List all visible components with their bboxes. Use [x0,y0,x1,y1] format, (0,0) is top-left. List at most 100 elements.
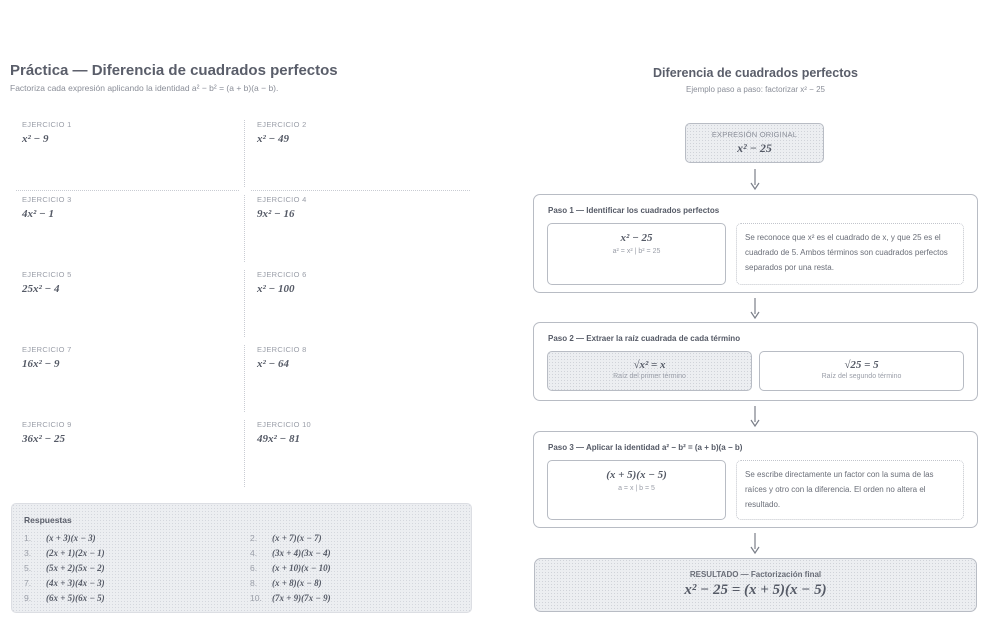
step-2-box: Paso 2 — Extraer la raíz cuadrada de cad… [533,322,978,401]
exercise-label: EJERCICIO 1 [22,120,72,129]
example-subtitle: Ejemplo paso a paso: factorizar x² − 25 [686,85,825,94]
answer-list: 1. (x + 3)(x − 3) 2. (x + 7)(x − 7) 3. (2x … [24,531,459,604]
answer-item: 5. (5x + 2)(5x − 2) [24,561,250,574]
exercise-expression: 49x² − 81 [257,433,300,445]
answer-value: (x + 7)(x − 7) [272,532,322,543]
answer-value: (x + 8)(x − 8) [272,577,322,588]
root-2-box: √25 = 5 Raíz del segundo término [759,351,964,391]
arrow-down-icon [750,169,760,191]
answers-title: Respuestas [24,515,72,525]
answer-number: 4. [250,547,258,558]
step-3-math-box: (x + 5)(x − 5) a = x | b = 5 [547,460,726,520]
answer-item: 4. (3x + 4)(3x − 4) [250,546,460,559]
answer-item: 7. (4x + 3)(4x − 3) [24,576,250,589]
practice-section: Práctica — Diferencia de cuadrados perfe… [10,62,476,613]
arrow-down-icon [750,406,760,428]
exercise-label: EJERCICIO 7 [22,345,72,354]
exercise-expression: x² − 100 [257,283,295,295]
answer-item: 6. (x + 10)(x − 10) [250,561,460,574]
answer-item: 2. (x + 7)(x − 7) [250,531,460,544]
exercise-item: EJERCICIO 7 16x² − 9 [10,345,245,420]
step-1-title: Paso 1 — Identificar los cuadrados perfe… [548,206,720,215]
original-label: EXPRESIÓN ORIGINAL [711,130,798,139]
step-2-title: Paso 2 — Extraer la raíz cuadrada de cad… [548,334,741,343]
answer-item: 9. (6x + 5)(6x − 5) [24,591,250,604]
root-1-expression: √x² = x [633,359,666,371]
step-1-explanation-box: Se reconoce que x² es el cuadrado de x, … [736,223,964,285]
result-expression: x² − 25 = (x + 5)(x − 5) [684,582,827,598]
exercise-expression: x² − 64 [257,358,289,370]
answer-value: (5x + 2)(5x − 2) [46,562,105,573]
exercise-label: EJERCICIO 3 [22,195,72,204]
root-2-expression: √25 = 5 [844,359,879,371]
answer-value: (3x + 4)(3x − 4) [272,547,331,558]
exercise-label: EJERCICIO 2 [257,120,307,129]
exercise-item: EJERCICIO 6 x² − 100 [245,270,476,345]
step-1-note: a² = x² | b² = 25 [612,248,661,255]
answer-value: (2x + 1)(2x − 1) [46,547,105,558]
answer-item: 1. (x + 3)(x − 3) [24,531,250,544]
answer-number: 6. [250,562,258,573]
practice-title: Práctica — Diferencia de cuadrados perfe… [10,62,338,79]
root-1-box: √x² = x Raíz del primer término [547,351,752,391]
example-title: Diferencia de cuadrados perfectos [653,66,858,80]
answer-number: 3. [24,547,32,558]
exercise-item: EJERCICIO 3 4x² − 1 [10,195,245,270]
exercise-item: EJERCICIO 8 x² − 64 [245,345,476,420]
answer-number: 8. [250,577,258,588]
answer-item: 8. (x + 8)(x − 8) [250,576,460,589]
exercise-expression: x² − 9 [22,133,49,145]
arrow-down-icon [750,533,760,555]
exercise-label: EJERCICIO 5 [22,270,72,279]
exercise-item: EJERCICIO 9 36x² − 25 [10,420,245,495]
step-1-math-box: x² − 25 a² = x² | b² = 25 [547,223,726,285]
answer-value: (6x + 5)(6x − 5) [46,592,105,603]
answer-number: 1. [24,532,32,543]
original-expression-box: EXPRESIÓN ORIGINAL x² − 25 [685,123,824,163]
step-3-box: Paso 3 — Aplicar la identidad a² − b² = … [533,431,978,528]
step-1-expression: x² − 25 [620,232,653,244]
exercise-label: EJERCICIO 8 [257,345,307,354]
exercise-item: EJERCICIO 10 49x² − 81 [245,420,476,495]
example-section: Diferencia de cuadrados perfectos Ejempl… [533,0,978,619]
answer-value: (4x + 3)(4x − 3) [46,577,105,588]
exercise-expression: 36x² − 25 [22,433,65,445]
original-expression: x² − 25 [737,141,772,155]
exercise-item: EJERCICIO 4 9x² − 16 [245,195,476,270]
result-box: RESULTADO — Factorización final x² − 25 … [534,558,977,612]
step-3-expression: (x + 5)(x − 5) [606,469,667,481]
arrow-down-icon [750,298,760,320]
answer-value: (x + 3)(x − 3) [46,532,96,543]
step-1-box: Paso 1 — Identificar los cuadrados perfe… [533,194,978,293]
exercise-expression: 9x² − 16 [257,208,295,220]
exercise-label: EJERCICIO 9 [22,420,72,429]
exercise-expression: x² − 49 [257,133,289,145]
answers-panel: Respuestas 1. (x + 3)(x − 3) 2. (x + 7)(x … [11,503,472,613]
answer-number: 7. [24,577,32,588]
exercise-label: EJERCICIO 4 [257,195,307,204]
step-3-explanation: Se escribe directamente un factor con la… [745,470,934,509]
exercise-label: EJERCICIO 6 [257,270,307,279]
step-3-explanation-box: Se escribe directamente un factor con la… [736,460,964,520]
exercise-item: EJERCICIO 2 x² − 49 [245,120,476,195]
exercise-label: EJERCICIO 10 [257,420,312,429]
answer-item: 3. (2x + 1)(2x − 1) [24,546,250,559]
root-1-note: Raíz del primer término [613,373,686,380]
answer-item: 10.(7x + 9)(7x − 9) [250,591,460,604]
step-3-note: a = x | b = 5 [618,485,655,492]
answer-number: 9. [24,592,32,603]
result-label: RESULTADO — Factorización final [689,570,822,579]
exercise-expression: 16x² − 9 [22,358,60,370]
exercise-expression: 25x² − 4 [22,283,60,295]
answer-value: (7x + 9)(7x − 9) [272,592,331,603]
exercise-item: EJERCICIO 1 x² − 9 [10,120,245,195]
step-1-explanation: Se reconoce que x² es el cuadrado de x, … [745,233,948,272]
practice-subtitle: Factoriza cada expresión aplicando la id… [10,83,279,93]
exercise-expression: 4x² − 1 [22,208,54,220]
root-2-note: Raíz del segundo término [821,373,902,380]
answer-number: 2. [250,532,258,543]
step-3-title: Paso 3 — Aplicar la identidad a² − b² = … [548,443,743,452]
answer-number: 5. [24,562,32,573]
exercise-item: EJERCICIO 5 25x² − 4 [10,270,245,345]
answer-value: (x + 10)(x − 10) [272,562,331,573]
